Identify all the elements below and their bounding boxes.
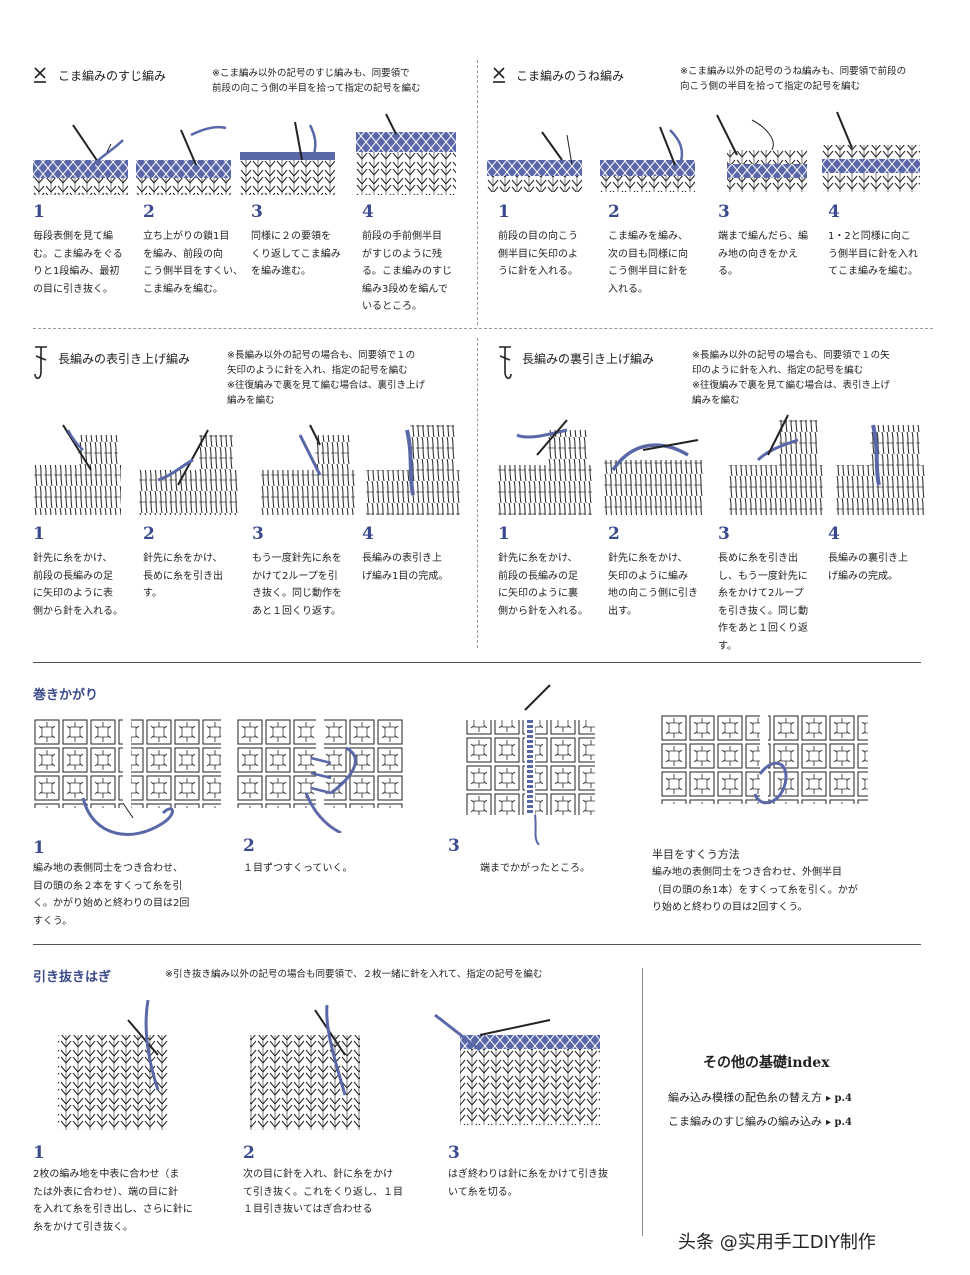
back-post-dc-icon [497,344,513,382]
step-text-ura-2: 針先に糸をかけ、矢印のように編み地の向こう側に引き出す。 [608,553,698,617]
step-num-suji-1: 1 [33,202,45,222]
illus-makikagari-3 [465,680,600,845]
step-num-hiki-3: 3 [448,1143,460,1163]
step-num-ura-3: 3 [718,524,730,544]
divider-horizontal-3 [33,944,921,945]
step-text-suji-3: 同様に２の要領をくり返してこま編みを編み進む。 [251,231,341,277]
step-num-makikagari-2: 2 [243,836,255,856]
step-num-ura-4: 4 [828,524,840,544]
step-num-une-2: 2 [608,202,620,222]
step-num-omote-3: 3 [252,524,264,544]
illus-suji-1 [33,120,128,195]
divider-horizontal-2 [33,662,921,663]
note-omote: ※長編み以外の記号の場合も、同要領で１の矢印のように針を入れ、指定の記号を編む※… [227,350,425,406]
step-text-makikagari-2: １目ずつすくっていく。 [243,863,353,874]
step-num-hiki-2: 2 [243,1143,255,1163]
illus-une-3 [712,110,807,192]
section-title-une: こま編みのうね編み [516,69,625,83]
step-num-ura-1: 1 [498,524,510,544]
step-text-hiki-3: はぎ終わりは針に糸をかけて引き抜いて糸を切る。 [448,1169,608,1198]
step-num-omote-1: 1 [33,524,45,544]
illus-une-1 [487,130,582,192]
step-num-ura-2: 2 [608,524,620,544]
note-hiki: ※引き抜き編み以外の記号の場合も同要領で、２枚一緒に針を入れて、指定の記号を編む [165,969,543,980]
half-method-title: 半目をすくう方法 [652,848,740,861]
section-title-ura: 長編みの裏引き上げ編み [522,352,655,366]
step-text-hiki-1: 2枚の編み地を中表に合わせ（または外表に合わせ）、端の目に針を入れて糸を引き出し… [33,1169,193,1233]
step-text-suji-1: 毎段表側を見て編む。こま編みをぐるりと1段編み、最初の目に引き抜く。 [33,231,123,295]
index-item-2[interactable]: こま編みのすじ編みの編み込み▸ p.4 [668,1115,852,1128]
illus-ura-3 [728,410,823,515]
section-title-suji: こま編みのすじ編み [58,69,167,83]
step-text-ura-1: 針先に糸をかけ、前段の長編みの足に矢印のように裏側から針を入れる。 [498,553,588,617]
step-num-suji-2: 2 [143,202,155,222]
section-title-makikagari: 巻きかがり [33,688,99,703]
index-item-1[interactable]: 編み込み模様の配色糸の替え方▸ p.4 [668,1091,852,1104]
illus-suji-2 [136,120,231,195]
step-text-ura-4: 長編みの裏引き上げ編みの完成。 [828,553,908,582]
illus-omote-3 [260,420,355,515]
divider-vertical-bottom [642,968,643,1236]
step-text-omote-2: 針先に糸をかけ、長めに糸を引き出す。 [143,553,223,599]
note-une: ※こま編み以外の記号のうね編みも、同要領で前段の向こう側の半目を拾って指定の記号… [680,66,907,92]
illus-omote-4 [365,415,460,515]
illus-omote-2 [138,425,238,515]
illus-suji-4 [356,112,456,195]
step-text-une-4: 1・2と同様に向こう側半目に針を入れてこま編みを編む。 [828,231,918,277]
divider-vertical-middle [477,338,478,648]
illus-hiki-1 [48,1000,188,1135]
watermark: 头条 @实用手工DIY制作 [678,1232,876,1253]
step-text-makikagari-1: 編み地の表側同士をつき合わせ、目の頭の糸２本をすくって糸を引く。かがり始めと終わ… [33,863,190,927]
step-num-suji-4: 4 [362,202,374,222]
step-text-makikagari-half: 編み地の表側同士をつき合わせ、外側半目（目の頭の糸1本）をすくって糸を引く。かが… [652,867,858,913]
illus-makikagari-half [660,714,870,814]
step-text-une-3: 端まで編んだら、編み地の向きをかえる。 [718,231,808,277]
step-text-omote-4: 長編みの表引き上げ編み1目の完成。 [362,553,449,582]
step-num-hiki-1: 1 [33,1143,45,1163]
step-text-makikagari-3: 端までかがったところ。 [480,863,590,874]
illus-ura-2 [603,430,703,515]
step-num-une-4: 4 [828,202,840,222]
illus-une-2 [600,125,695,192]
step-text-suji-4: 前段の手前側半目がすじのように残る。こま編みのすじ編み3段めを編んでいるところ。 [362,231,452,312]
note-suji: ※こま編み以外の記号のすじ編みも、同要領で前段の向こう側の半目を拾って指定の記号… [212,68,421,94]
step-text-omote-1: 針先に糸をかけ、前段の長編みの足に矢印のように表側から針を入れる。 [33,553,123,617]
x-underline-icon [492,66,506,84]
step-num-une-1: 1 [498,202,510,222]
section-title-hiki: 引き抜きはぎ [33,970,112,985]
illus-suji-3 [240,120,335,195]
divider-vertical-top [477,60,478,325]
illus-une-4 [822,110,920,192]
illus-makikagari-2 [236,718,406,833]
step-text-une-2: こま編みを編み、次の目も同様に向こう側半目に針を入れる。 [608,231,688,295]
illus-ura-4 [835,410,925,515]
step-num-makikagari-3: 3 [448,836,460,856]
illus-makikagari-1 [33,718,223,838]
illus-hiki-2 [245,1000,385,1135]
index-title: その他の基礎index [703,1055,830,1071]
step-text-une-1: 前段の目の向こう側半目に矢印のように針を入れる。 [498,231,578,277]
x-underline-icon [33,66,47,84]
step-num-suji-3: 3 [251,202,263,222]
section-title-omote: 長編みの表引き上げ編み [58,352,191,366]
step-text-suji-2: 立ち上がりの鎖1目を編み、前段の向こう側半目をすくい、こま編みを編む。 [143,231,243,295]
step-num-makikagari-1: 1 [33,838,45,858]
illus-ura-1 [497,415,592,515]
divider-horizontal-1 [33,328,933,329]
step-text-ura-3: 長めに糸を引き出し、もう一度針先に糸をかけて2ループを引き抜く。同じ動作をあと１… [718,553,808,652]
step-num-une-3: 3 [718,202,730,222]
note-ura: ※長編み以外の記号の場合も、同要領で１の矢印のように針を入れ、指定の記号を編む※… [692,350,890,406]
step-num-omote-2: 2 [143,524,155,544]
front-post-dc-icon [33,344,49,382]
illus-hiki-3 [430,1010,605,1125]
illus-omote-1 [33,420,121,515]
step-text-omote-3: もう一度針先に糸をかけて2ループを引き抜く。同じ動作をあと１回くり返す。 [252,553,342,617]
step-num-omote-4: 4 [362,524,374,544]
